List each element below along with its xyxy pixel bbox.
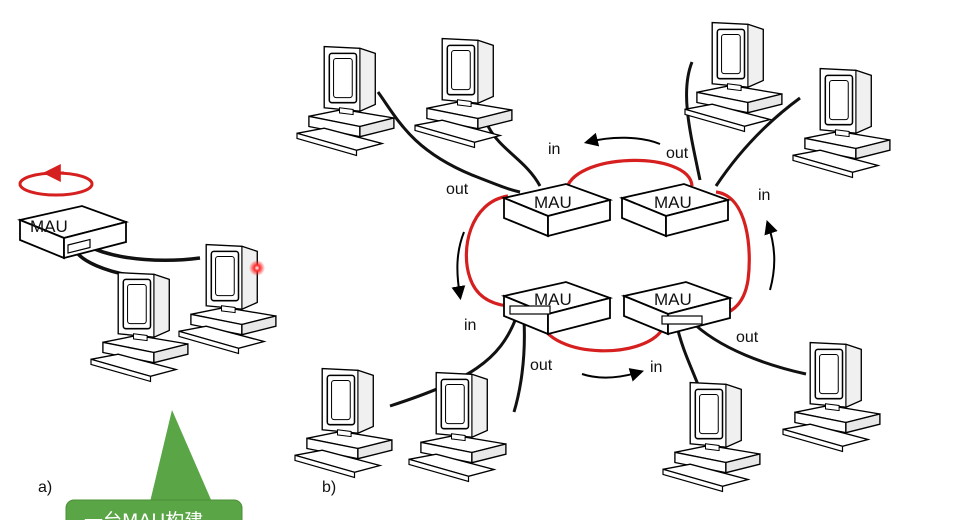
computer-icon: [296, 45, 395, 157]
port-label-out: out: [530, 357, 553, 374]
computer-icon: [294, 367, 393, 479]
callout-bubble: 一台MAU构建: [65, 410, 243, 520]
port-label-in: in: [548, 141, 560, 158]
mau-label: MAU: [654, 193, 692, 212]
port-label-out: out: [736, 329, 759, 346]
computer-icon: [782, 341, 881, 453]
mau-label: MAU: [534, 193, 572, 212]
port-label-out: out: [666, 145, 689, 162]
mau-hub-icon: [623, 281, 731, 335]
diagram-b: MAU MAU MAU MAU in out out in in out out…: [294, 21, 891, 496]
flow-arrow-icon: [451, 231, 466, 301]
port-label-in: in: [758, 187, 770, 204]
computer-icon: [684, 21, 783, 133]
computer-icon: [408, 371, 507, 483]
mau-hub-icon: [19, 205, 127, 259]
pointer-indicator: [249, 260, 265, 276]
mau-label: MAU: [30, 217, 68, 236]
port-label-out: out: [446, 181, 469, 198]
computer-icon: [178, 243, 277, 355]
flow-arrow-icon: [764, 220, 778, 291]
computer-icon: [414, 37, 513, 149]
computer-icon: [662, 381, 761, 493]
caption-b: b): [322, 479, 336, 496]
computer-icon: [792, 67, 891, 179]
callout-text: 一台MAU构建: [84, 510, 203, 520]
computer-icon: [90, 271, 189, 383]
flow-arrow-icon: [583, 132, 661, 147]
mau-label: MAU: [654, 290, 692, 309]
mau-hub-icon: [503, 281, 611, 335]
ring-arrow-icon: [18, 164, 94, 197]
mau-label: MAU: [534, 290, 572, 309]
flow-arrow-icon: [581, 368, 645, 382]
port-label-in: in: [650, 359, 662, 376]
port-label-in: in: [464, 317, 476, 334]
caption-a: a): [38, 479, 52, 496]
diagram-a: MAU a): [18, 164, 277, 496]
